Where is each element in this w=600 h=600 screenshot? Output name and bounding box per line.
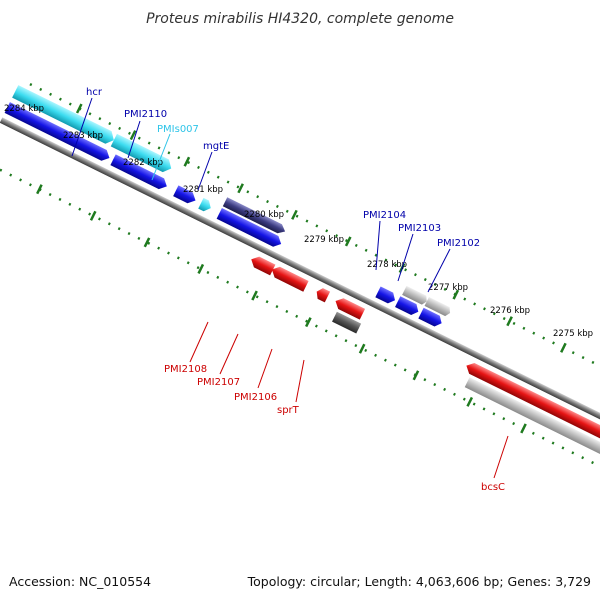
forward-features (4, 85, 453, 329)
reverse-features (249, 254, 600, 474)
hcr-gene[interactable] (12, 85, 117, 146)
major-tick (466, 396, 474, 407)
gene-label-PMI2102[interactable]: PMI2102 (437, 238, 480, 249)
major-tick (237, 183, 244, 194)
genome-axis (0, 117, 600, 433)
tick-label: 2283 kbp (63, 131, 103, 141)
mgtE-leader (197, 151, 213, 191)
gray-forward-feature[interactable] (402, 285, 429, 306)
major-tick (560, 342, 567, 353)
sprT-leader (295, 359, 305, 403)
PMIs007-rna[interactable] (198, 197, 213, 214)
inner-tick-row (0, 163, 600, 468)
major-tick (520, 423, 527, 434)
gene-label-PMI2107[interactable]: PMI2107 (197, 377, 240, 388)
sprT-gene[interactable] (332, 311, 362, 334)
PMI2106-leader (257, 348, 273, 389)
gene-label-PMI2104[interactable]: PMI2104 (363, 210, 406, 221)
major-tick (506, 316, 513, 327)
PMI2102-gene[interactable] (418, 307, 444, 329)
gene-label-mgtE[interactable]: mgtE (203, 141, 229, 152)
major-tick (452, 289, 460, 300)
PMI2110-leader (127, 120, 141, 159)
major-tick (197, 263, 205, 274)
forward-gene[interactable] (173, 185, 198, 206)
forward-gene[interactable] (216, 208, 284, 249)
major-tick (251, 290, 258, 301)
major-tick (291, 209, 298, 220)
major-tick (89, 210, 97, 221)
mgtE-gene[interactable] (222, 197, 287, 236)
major-tick (36, 184, 43, 195)
forward-gene[interactable] (4, 102, 113, 163)
major-tick (129, 130, 137, 141)
gene-label-PMIs007[interactable]: PMIs007 (157, 124, 199, 135)
gene-labels: hcr PMI2110 PMIs007 mgtE PMI2104 PMI2103… (86, 87, 505, 493)
tick-label: 2278 kbp (367, 260, 407, 270)
PMIs007-leader (151, 133, 171, 181)
tick-label: 2280 kbp (244, 210, 284, 220)
major-tick (143, 237, 151, 248)
accession-text: Accession: NC_010554 (9, 574, 151, 589)
PMI2110-gene[interactable] (110, 133, 175, 175)
tick-label: 2276 kbp (490, 306, 530, 316)
major-tick (344, 236, 352, 247)
map-title: Proteus mirabilis HI4320, complete genom… (146, 11, 454, 27)
major-tick (183, 156, 191, 167)
major-tick (75, 103, 83, 114)
tick-label: 2277 kbp (428, 283, 468, 293)
PMI2106-gene[interactable] (314, 286, 331, 303)
PMI2107-gene[interactable] (269, 264, 309, 292)
PMI2107-leader (219, 333, 239, 375)
gene-label-PMI2110[interactable]: PMI2110 (124, 109, 167, 120)
gene-label-PMI2106[interactable]: PMI2106 (234, 392, 277, 403)
tick-label: 2281 kbp (183, 185, 223, 195)
tick-label: 2275 kbp (553, 329, 593, 339)
gene-label-PMI2108[interactable]: PMI2108 (164, 364, 207, 375)
gene-label-bcsC[interactable]: bcsC (481, 482, 505, 493)
PMI2102-leader (427, 248, 451, 293)
PMI2103-leader (397, 233, 414, 282)
tick-label: 2279 kbp (304, 235, 344, 245)
label-leaders (71, 97, 509, 479)
PMI2108-gene[interactable] (249, 254, 276, 276)
bcsC-leader (493, 435, 509, 479)
gray-forward-feature[interactable] (424, 296, 453, 317)
PMI2104-gene[interactable] (375, 286, 397, 305)
forward-gene[interactable] (110, 154, 169, 191)
map-track (0, 83, 600, 474)
PMI2103-gene[interactable] (395, 296, 421, 317)
tick-label: 2282 kbp (123, 158, 163, 168)
inner-major-ticks (36, 184, 527, 434)
genome-summary-text: Topology: circular; Length: 4,063,606 bp… (247, 574, 591, 589)
tick-labels: 2284 kbp 2283 kbp 2282 kbp 2281 kbp 2280… (4, 104, 593, 339)
hcr-leader (71, 97, 93, 157)
tick-label: 2284 kbp (4, 104, 44, 114)
bcsC-gene[interactable] (464, 360, 600, 462)
major-tick (358, 343, 366, 354)
major-tick (305, 317, 312, 328)
PMI2104-leader (375, 220, 381, 271)
PMI2108-leader (189, 321, 209, 363)
gray-reverse-feature[interactable] (464, 377, 600, 474)
gene-label-sprT[interactable]: sprT (277, 405, 300, 416)
gene-label-PMI2103[interactable]: PMI2103 (398, 223, 441, 234)
major-tick (412, 370, 420, 381)
reverse-gene[interactable] (333, 296, 366, 320)
gene-label-hcr[interactable]: hcr (86, 87, 103, 98)
